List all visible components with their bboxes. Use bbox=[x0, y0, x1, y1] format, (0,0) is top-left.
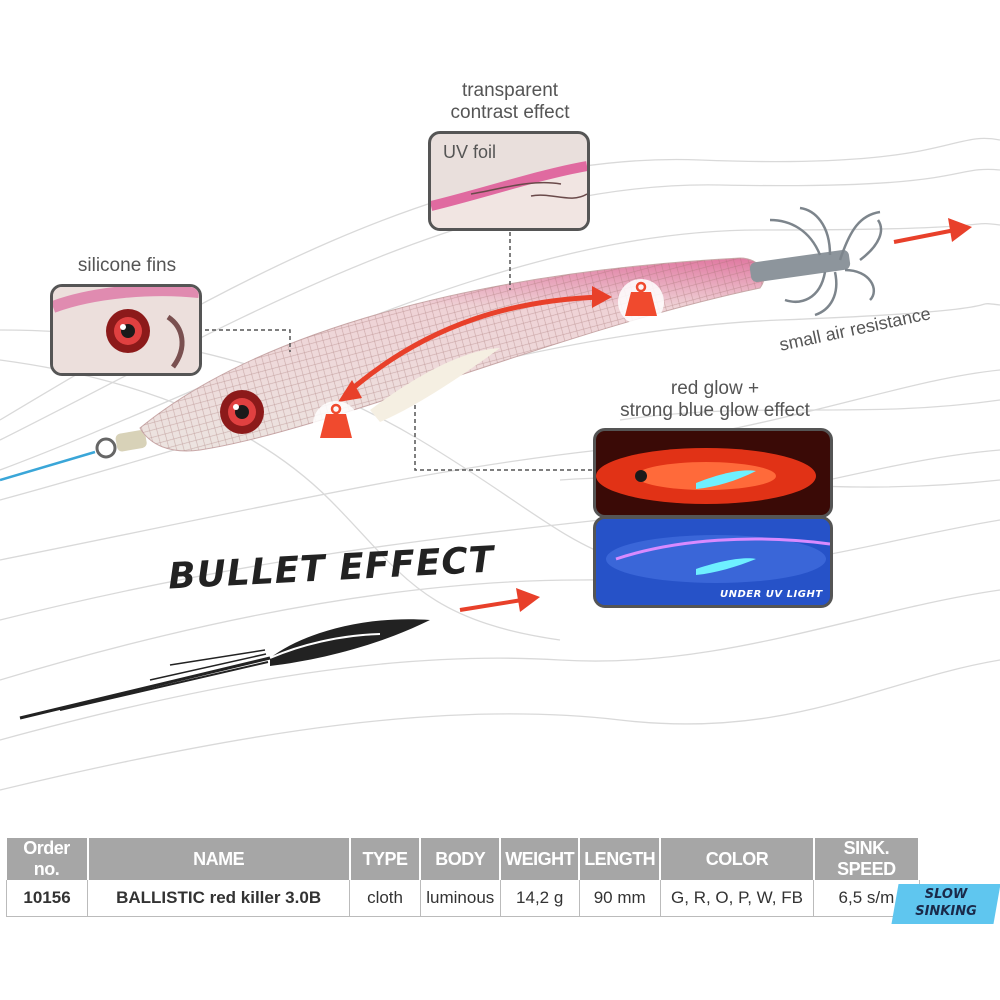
header-order-no: Order no. bbox=[6, 838, 89, 880]
spec-header-row: Order no. NAME TYPE BODY WEIGHT LENGTH C… bbox=[6, 838, 921, 880]
silicone-fins-label: silicone fins bbox=[77, 255, 177, 276]
weight-icon bbox=[313, 401, 359, 446]
uv-foil-inset: UV foil bbox=[428, 131, 590, 231]
red-glow-inset bbox=[593, 428, 833, 518]
cell-weight: 14,2 g bbox=[500, 880, 580, 917]
transparent-effect-label: transparent contrast effect bbox=[450, 80, 570, 123]
uv-light-inset: UNDER UV LIGHT bbox=[593, 516, 833, 608]
weight-shift-arrow bbox=[338, 218, 972, 612]
header-color: COLOR bbox=[660, 838, 815, 880]
spec-table: Order no. NAME TYPE BODY WEIGHT LENGTH C… bbox=[5, 838, 921, 917]
header-body: BODY bbox=[420, 838, 502, 880]
weight-icon bbox=[618, 279, 664, 324]
cell-type: cloth bbox=[349, 880, 421, 917]
callout-leaders bbox=[198, 225, 595, 471]
squid-jig-lure bbox=[0, 206, 883, 482]
cell-color: G, R, O, P, W, FB bbox=[660, 880, 815, 917]
squid-hook-icon bbox=[769, 206, 883, 317]
header-name: NAME bbox=[87, 838, 351, 880]
arrow-icon bbox=[893, 228, 956, 244]
fishing-line bbox=[0, 450, 96, 482]
header-sink-speed: SINK. SPEED bbox=[813, 838, 921, 880]
uv-foil-label: UV foil bbox=[443, 142, 497, 162]
line-eye-ring bbox=[95, 437, 117, 459]
cell-body: luminous bbox=[420, 880, 501, 917]
table-row: 10156 BALLISTIC red killer 3.0B cloth lu… bbox=[5, 880, 920, 917]
silicone-fins-inset bbox=[50, 284, 202, 376]
glow-effect-label: red glow + strong blue glow effect bbox=[620, 378, 810, 421]
bullet-icon bbox=[19, 619, 430, 720]
header-weight: WEIGHT bbox=[500, 838, 581, 880]
header-type: TYPE bbox=[349, 838, 422, 880]
slow-sinking-label: SLOW SINKING bbox=[915, 887, 977, 919]
cell-length: 90 mm bbox=[579, 880, 661, 917]
cell-order-no: 10156 bbox=[5, 880, 89, 917]
hook-shank bbox=[749, 249, 851, 283]
header-length: LENGTH bbox=[579, 838, 662, 880]
under-uv-light-label: UNDER UV LIGHT bbox=[720, 589, 823, 600]
cell-name: BALLISTIC red killer 3.0B bbox=[87, 880, 351, 917]
